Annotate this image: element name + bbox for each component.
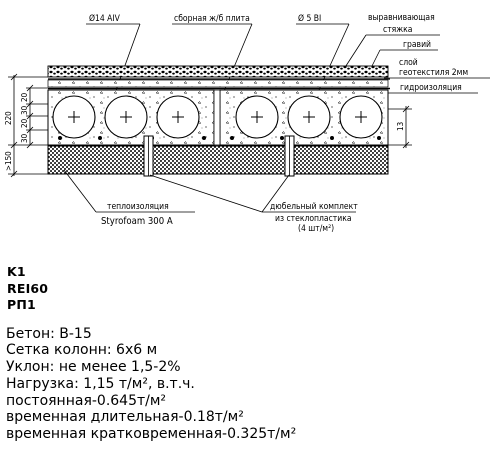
code-k1: K1 [7, 264, 26, 279]
code-rei: REI60 [7, 280, 49, 296]
leader-dowel-right [261, 174, 290, 213]
dowel-right [284, 135, 295, 177]
dim-insulation: >150 [4, 151, 13, 171]
gravel-layer [47, 65, 389, 78]
label-precast-slab: сборная ж/б плита [174, 13, 250, 24]
dim-3: 20 [20, 118, 29, 128]
label-waterproofing: гидроизоляция [400, 83, 462, 93]
dim-1: 20 [20, 92, 29, 102]
slab-section-drawing: Ø14 AIV сборная ж/б плита Ø 5 BI выравни… [4, 13, 490, 234]
dowel-left [143, 135, 154, 177]
label-rebar-14: Ø14 AIV [89, 13, 121, 24]
label-screed-2: стяжка [383, 25, 412, 35]
label-dowel-1: дюбельный комплект [270, 201, 358, 212]
dim-right: 13 [396, 122, 405, 131]
hollow-core-crosses [68, 111, 367, 123]
leader-gravel-diag [371, 49, 381, 67]
note-slope: Уклон: не менее 1,5-2% [6, 359, 181, 376]
note-short-term: временная кратковременная-0.325т/м² [6, 426, 297, 443]
label-dowel-2: из стеклопластика [275, 214, 352, 224]
insulation-layer [47, 145, 389, 175]
spec-block: K1 REI60 РП1 Бетон: В-15 Сетка колонн: 6… [6, 264, 296, 444]
dim-2: 30 [20, 105, 29, 115]
label-geotextile-2: геотекстиля 2мм [399, 68, 468, 78]
note-column-grid: Сетка колонн: 6х6 м [6, 342, 158, 359]
spec-notes: Бетон: В-15 Сетка колонн: 6х6 м Уклон: н… [6, 326, 296, 444]
leader-dowel-left [149, 174, 263, 213]
label-insulation-1: теплоизоляция [107, 202, 169, 212]
leader-insulation-diag [63, 169, 97, 213]
dim-total: 220 [4, 111, 13, 125]
dim-4: 30 [20, 133, 29, 143]
slab-joint [213, 89, 221, 146]
label-rebar-5: Ø 5 BI [298, 13, 321, 24]
label-insulation-2: Styrofoam 300 A [101, 216, 173, 227]
label-gravel: гравий [403, 40, 431, 50]
screed-layer [47, 79, 389, 88]
note-long-term: временная длительная-0.18т/м² [6, 409, 244, 426]
label-screed-1: выравнивающая [368, 13, 435, 23]
note-concrete: Бетон: В-15 [6, 325, 92, 342]
dimension-lines [8, 73, 48, 178]
code-rp: РП1 [7, 297, 36, 312]
label-geotextile-1: слой [399, 58, 418, 68]
dimension-right [388, 105, 412, 149]
note-load: Нагрузка: 1,15 т/м², в.т.ч. [6, 375, 195, 392]
label-dowel-3: (4 шт/м²) [298, 224, 334, 234]
note-permanent: постоянная-0.645т/м² [6, 392, 167, 409]
